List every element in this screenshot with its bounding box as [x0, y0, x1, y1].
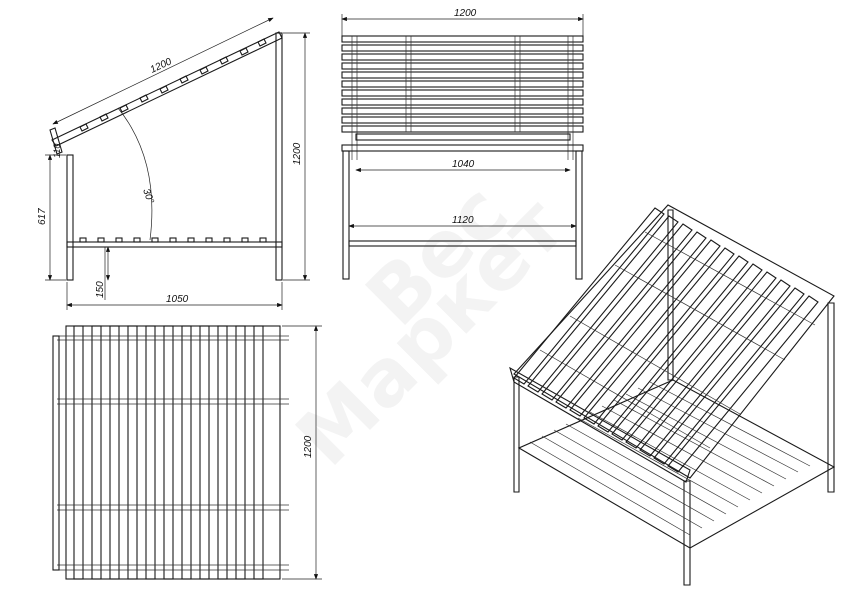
front-left-leg — [342, 150, 350, 280]
dim-slope — [52, 17, 274, 125]
dim-height-label: 1200 — [292, 142, 303, 165]
iso-bottom-frame — [517, 379, 836, 549]
dim-slope-label: 1200 — [149, 56, 174, 76]
side-view: 30° 1200 1200 110 617 150 1050 — [37, 17, 310, 310]
dim-depth-label: 1050 — [166, 294, 189, 305]
angle-arc — [117, 107, 153, 241]
top-rails — [57, 335, 289, 571]
top-view: 1200 — [52, 325, 322, 580]
dim-front-inner-label: 1040 — [452, 159, 475, 170]
watermark: Маркет Вес — [280, 168, 582, 484]
side-bottom-slats — [79, 237, 267, 243]
front-right-leg — [575, 150, 583, 280]
side-bottom-shelf — [66, 241, 283, 248]
front-supports — [351, 36, 574, 160]
top-lip — [52, 335, 60, 571]
side-lip — [49, 127, 63, 155]
iso-top-slats — [513, 207, 819, 473]
dim-lip-label: 110 — [52, 144, 62, 158]
front-top-slats — [341, 35, 584, 133]
side-front-leg — [66, 154, 74, 281]
side-back-leg — [275, 32, 283, 281]
dim-shelf-height-label: 617 — [37, 208, 48, 225]
front-bottom-bar — [348, 240, 577, 247]
iso-top-frame — [513, 204, 835, 479]
isometric-view — [509, 204, 836, 586]
iso-lip — [509, 366, 691, 483]
front-view: 1200 1040 — [341, 8, 584, 280]
dim-top-length-label: 1200 — [303, 435, 314, 458]
dim-leg-label: 150 — [95, 281, 106, 298]
dim-front-frame-label: 1120 — [452, 215, 474, 226]
top-slats — [73, 325, 264, 580]
front-lip — [355, 133, 571, 141]
iso-cross-rails — [539, 231, 816, 449]
side-top-slats — [79, 38, 267, 132]
dim-front-width-label: 1200 — [454, 8, 477, 19]
angle-label: 30° — [140, 187, 156, 205]
front-crossbar — [341, 144, 584, 152]
